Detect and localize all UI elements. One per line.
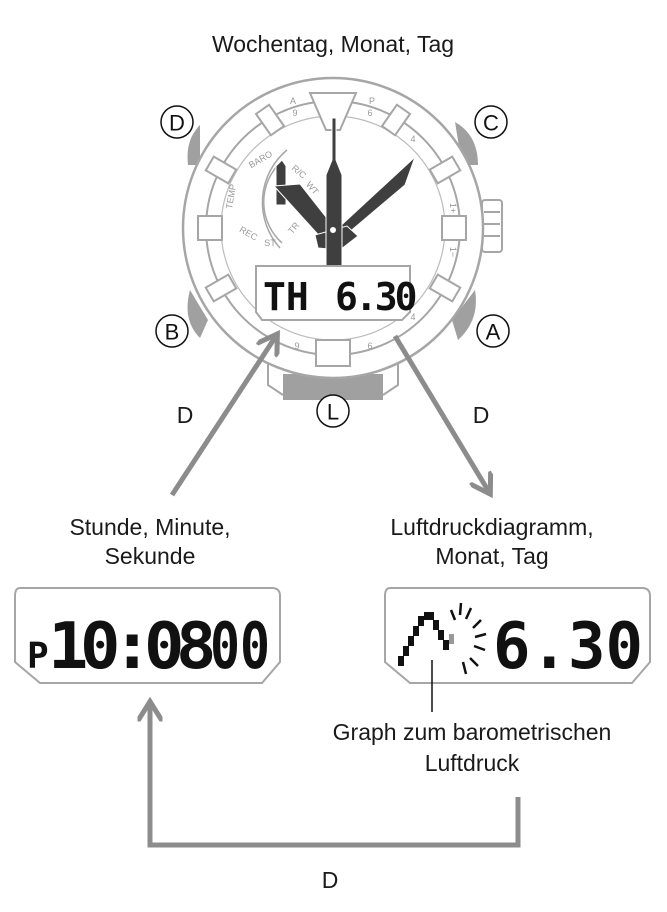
pm-indicator: P <box>27 636 49 677</box>
arrow-label-left: D <box>177 402 194 428</box>
baro-screen-date: 6.30 <box>493 610 643 684</box>
button-a-pusher[interactable] <box>452 290 476 340</box>
arrow-to-watch <box>169 336 276 497</box>
dial-mark-6-bottom: 6 <box>367 341 372 351</box>
time-seconds: 00 <box>210 610 270 684</box>
arrow-label-bottom: D <box>322 867 339 893</box>
button-label-a[interactable]: A <box>476 314 510 348</box>
time-screen: P 10:08 00 <box>14 587 281 684</box>
svg-text:A: A <box>486 320 501 345</box>
watch-lcd-date: 6.30 <box>335 275 416 319</box>
button-label-l[interactable]: L <box>316 394 350 428</box>
button-label-d[interactable]: D <box>160 105 194 139</box>
dial-mark-4: 4 <box>410 134 415 144</box>
barometer-screen: 6.30 <box>384 587 651 684</box>
dial-mark-a: A <box>290 96 296 106</box>
right-caption-line2: Monat, Tag <box>435 543 548 569</box>
left-caption-line1: Stunde, Minute, <box>69 514 230 540</box>
arrow-label-right: D <box>473 402 490 428</box>
dial-mark-9-bottom: 9 <box>294 341 299 351</box>
watch: A 9 P 6 4 1+ 1− 9 6 4 BARO TEMP REC ST R… <box>181 76 503 400</box>
dial-mark-plus: 1+ <box>448 203 458 213</box>
watch-lcd <box>255 265 411 321</box>
time-hours-minutes: 10:08 <box>48 610 213 684</box>
dial-mark-minus: 1− <box>448 247 458 257</box>
dial-mark-4-bottom: 4 <box>410 312 415 322</box>
top-label: Wochentag, Monat, Tag <box>212 31 454 57</box>
watch-lcd-day: TH <box>263 275 309 319</box>
dial-mark-st: ST <box>264 238 276 248</box>
dial-mark-9: 9 <box>292 108 297 118</box>
button-label-c[interactable]: C <box>474 105 508 139</box>
dial-mark-temp: TEMP <box>224 183 238 209</box>
button-d-pusher[interactable] <box>187 125 201 165</box>
dial-mark-p: P <box>369 96 375 106</box>
graph-caption-line2: Luftdruck <box>425 750 520 776</box>
arrow-to-baro-screen <box>392 334 489 492</box>
svg-text:D: D <box>169 111 185 136</box>
left-caption-line2: Sekunde <box>105 543 196 569</box>
arrow-back-to-time <box>150 704 521 848</box>
button-label-b[interactable]: B <box>155 314 189 348</box>
crown <box>481 199 503 253</box>
right-caption-line1: Luftdruckdiagramm, <box>390 514 593 540</box>
svg-text:B: B <box>165 320 180 345</box>
button-b-pusher[interactable] <box>187 290 208 338</box>
svg-text:C: C <box>483 111 499 136</box>
dial-mark-6: 6 <box>367 108 372 118</box>
pressure-graph-blink-rays <box>449 602 487 675</box>
graph-caption-line1: Graph zum barometrischen <box>333 719 612 745</box>
pressure-graph <box>398 612 454 666</box>
svg-text:L: L <box>327 400 339 425</box>
